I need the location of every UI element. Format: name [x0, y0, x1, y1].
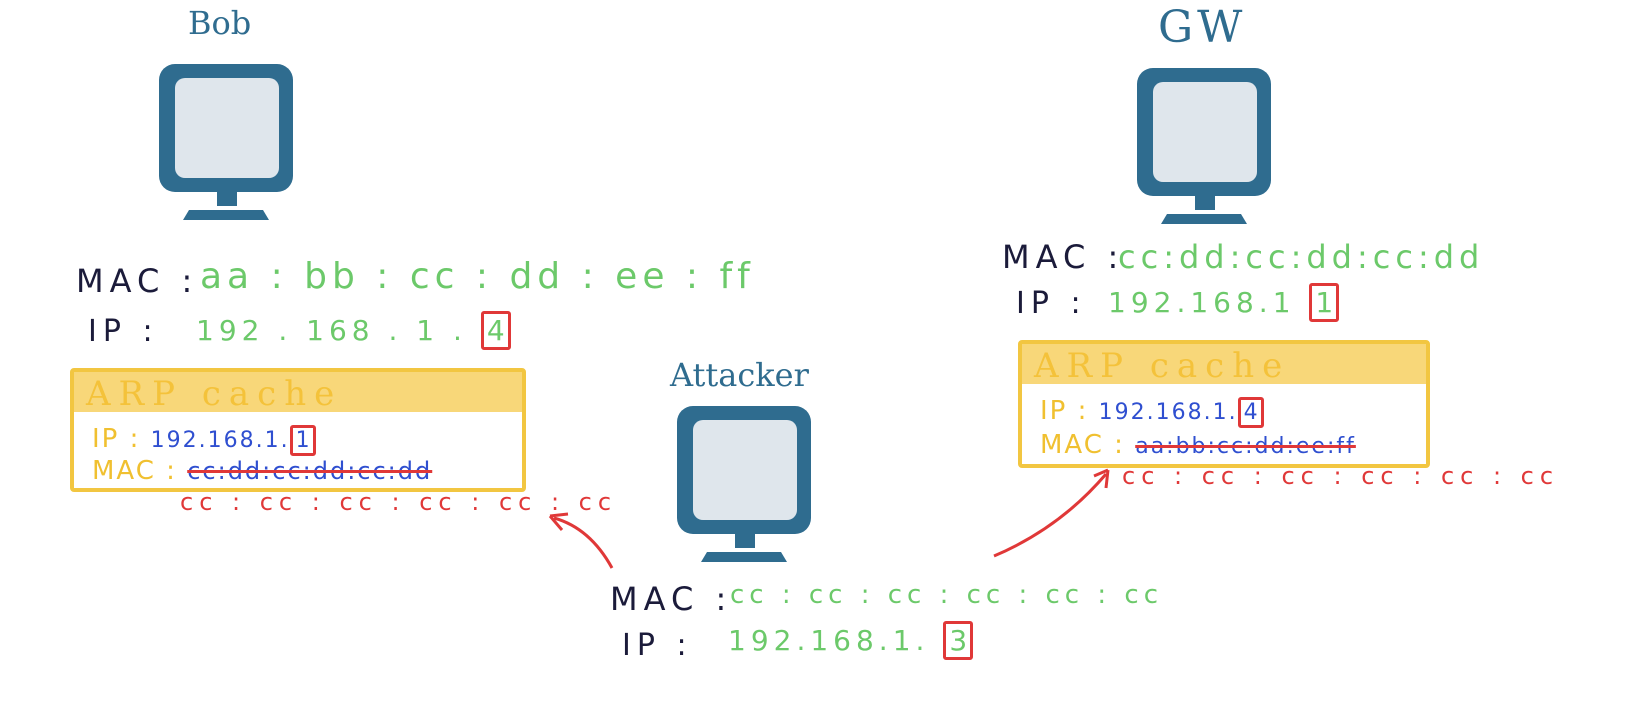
bob-ip-label: IP : — [88, 314, 159, 349]
bob-arp-ip-label: IP : — [92, 424, 141, 454]
gw-arp-old-mac: aa:bb:cc:dd:ee:ff — [1135, 434, 1356, 459]
gw-arp-ip-last: 4 — [1237, 397, 1264, 428]
gw-arp-header — [1022, 344, 1426, 384]
bob-mac-label: MAC : — [76, 262, 199, 300]
bob-arp-title: ARP cache — [86, 374, 343, 414]
bob-title: Bob — [188, 4, 252, 42]
attacker-title: Attacker — [670, 356, 809, 394]
attacker-ip-last: 3 — [943, 621, 974, 660]
bob-arp-ip-row: IP : 192.168.1.1 — [92, 424, 316, 456]
bob-arp-ip-last: 1 — [289, 425, 316, 456]
gw-ip-label: IP : — [1016, 286, 1087, 321]
bob-ip-prefix: 192 . 168 . 1 . — [196, 314, 467, 347]
gw-arp-ip-label: IP : — [1040, 396, 1089, 426]
gw-mac-value: cc:dd:cc:dd:cc:dd — [1118, 238, 1485, 276]
gw-arp-mac-label: MAC : — [1040, 430, 1125, 460]
gw-monitor-icon — [1137, 68, 1271, 224]
gw-arp-cache: ARP cache IP : 192.168.1.4 MAC : aa:bb:c… — [1018, 340, 1430, 468]
bob-monitor-icon — [159, 64, 293, 220]
bob-ip-last: 4 — [480, 311, 511, 350]
bob-arp-mac-row: MAC : cc:dd:cc:dd:cc:dd — [92, 456, 432, 486]
bob-arp-old-mac: cc:dd:cc:dd:cc:dd — [187, 457, 433, 485]
bob-arp-cache: ARP cache IP : 192.168.1.1 MAC : cc:dd:c… — [70, 368, 526, 492]
gw-arp-new-mac: cc : cc : cc : cc : cc : cc — [1122, 462, 1560, 490]
arrow-to-bob-icon — [548, 512, 614, 569]
gw-arp-title: ARP cache — [1034, 346, 1291, 386]
attacker-mac-label: MAC : — [610, 580, 733, 618]
attacker-mac-value: cc : cc : cc : cc : cc : cc — [730, 580, 1163, 610]
gw-ip-prefix: 192.168.1 — [1108, 286, 1296, 319]
bob-arp-new-mac: cc : cc : cc : cc : cc : cc — [180, 488, 618, 516]
gw-arp-ip-prefix: 192.168.1. — [1098, 400, 1238, 425]
arrow-to-gw-icon — [993, 468, 1110, 558]
gw-title: GW — [1158, 2, 1247, 53]
bob-ip-value: 192 . 168 . 1 . 4 — [196, 311, 511, 350]
gw-arp-mac-row: MAC : aa:bb:cc:dd:ee:ff — [1040, 430, 1356, 460]
attacker-ip-value: 192.168.1. 3 — [728, 621, 974, 660]
gw-ip-value: 192.168.1 1 — [1108, 283, 1340, 322]
bob-mac-value: aa : bb : cc : dd : ee : ff — [200, 256, 755, 297]
gw-mac-label: MAC : — [1002, 238, 1125, 276]
bob-arp-header — [74, 372, 522, 412]
gw-arp-ip-row: IP : 192.168.1.4 — [1040, 396, 1264, 428]
attacker-monitor-icon — [677, 406, 811, 562]
attacker-ip-label: IP : — [622, 628, 693, 663]
bob-arp-mac-label: MAC : — [92, 456, 177, 486]
attacker-ip-prefix: 192.168.1. — [728, 624, 930, 657]
gw-ip-last: 1 — [1309, 283, 1340, 322]
bob-arp-ip-prefix: 192.168.1. — [150, 428, 290, 453]
